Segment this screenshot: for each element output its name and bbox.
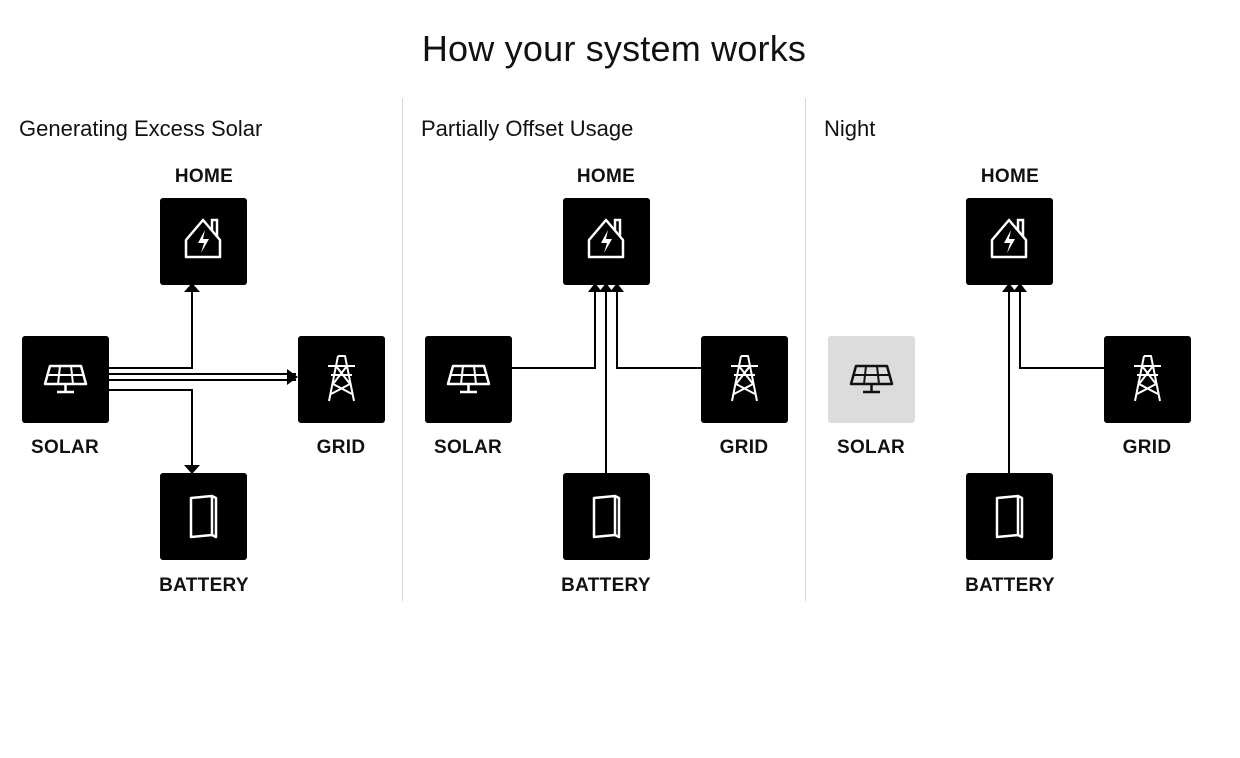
panel-excess-solar: Generating Excess Solar HOME SOLAR: [0, 98, 400, 608]
grid-node: [1104, 336, 1191, 423]
flow-grid-to-home: [1019, 290, 1104, 369]
solar-node: [425, 336, 512, 423]
battery-icon: [189, 494, 218, 539]
arrow-into-home: [610, 283, 624, 292]
solar-panel-icon: [43, 364, 88, 394]
home-label: HOME: [576, 166, 636, 187]
arrow-into-grid: [287, 369, 298, 385]
arrow-into-home: [1013, 283, 1027, 292]
home-node: [160, 198, 247, 285]
flow-lines: [512, 283, 701, 473]
flow-lines: [109, 283, 298, 474]
grid-node: [298, 336, 385, 423]
home-lightning-icon: [990, 218, 1028, 259]
arrow-into-home: [1002, 283, 1016, 292]
solar-panel-icon: [849, 364, 894, 394]
battery-icon: [995, 494, 1024, 539]
power-tower-icon: [1134, 355, 1161, 402]
panel-divider: [402, 98, 403, 601]
page-title: How your system works: [421, 28, 807, 69]
battery-icon: [592, 494, 621, 539]
flow-grid-to-home: [616, 290, 701, 369]
battery-node: [966, 473, 1053, 560]
panel-night: Night HOME SOLAR: [806, 98, 1206, 608]
arrow-into-home: [184, 283, 200, 292]
home-node: [966, 198, 1053, 285]
battery-label: BATTERY: [561, 575, 651, 596]
grid-label: GRID: [316, 437, 366, 458]
grid-label: GRID: [1122, 437, 1172, 458]
battery-label: BATTERY: [965, 575, 1055, 596]
solar-node-inactive: [828, 336, 915, 423]
arrow-into-battery: [184, 465, 200, 474]
arrow-into-home: [588, 283, 602, 292]
panel-divider: [805, 98, 806, 601]
solar-label: SOLAR: [434, 437, 502, 458]
home-lightning-icon: [587, 218, 625, 259]
flow-solar-to-home: [109, 290, 193, 369]
home-label: HOME: [174, 166, 234, 187]
power-tower-icon: [328, 355, 355, 402]
battery-node: [160, 473, 247, 560]
battery-node: [563, 473, 650, 560]
home-node: [563, 198, 650, 285]
panel-title: Generating Excess Solar: [19, 116, 263, 141]
panel-title: Night: [824, 116, 876, 141]
flow-solar-to-home: [512, 290, 596, 369]
home-label: HOME: [980, 166, 1040, 187]
grid-node: [701, 336, 788, 423]
battery-label: BATTERY: [159, 575, 249, 596]
solar-panel-icon: [446, 364, 491, 394]
panel-partially-offset: Partially Offset Usage HOME SOLAR: [403, 98, 803, 608]
solar-label: SOLAR: [837, 437, 905, 458]
flow-solar-to-battery: [109, 389, 193, 465]
panel-title: Partially Offset Usage: [421, 116, 634, 141]
power-tower-icon: [731, 355, 758, 402]
flow-lines: [1002, 283, 1104, 473]
solar-node: [22, 336, 109, 423]
grid-label: GRID: [719, 437, 769, 458]
home-lightning-icon: [184, 218, 222, 259]
arrow-into-home: [599, 283, 613, 292]
solar-label: SOLAR: [31, 437, 99, 458]
